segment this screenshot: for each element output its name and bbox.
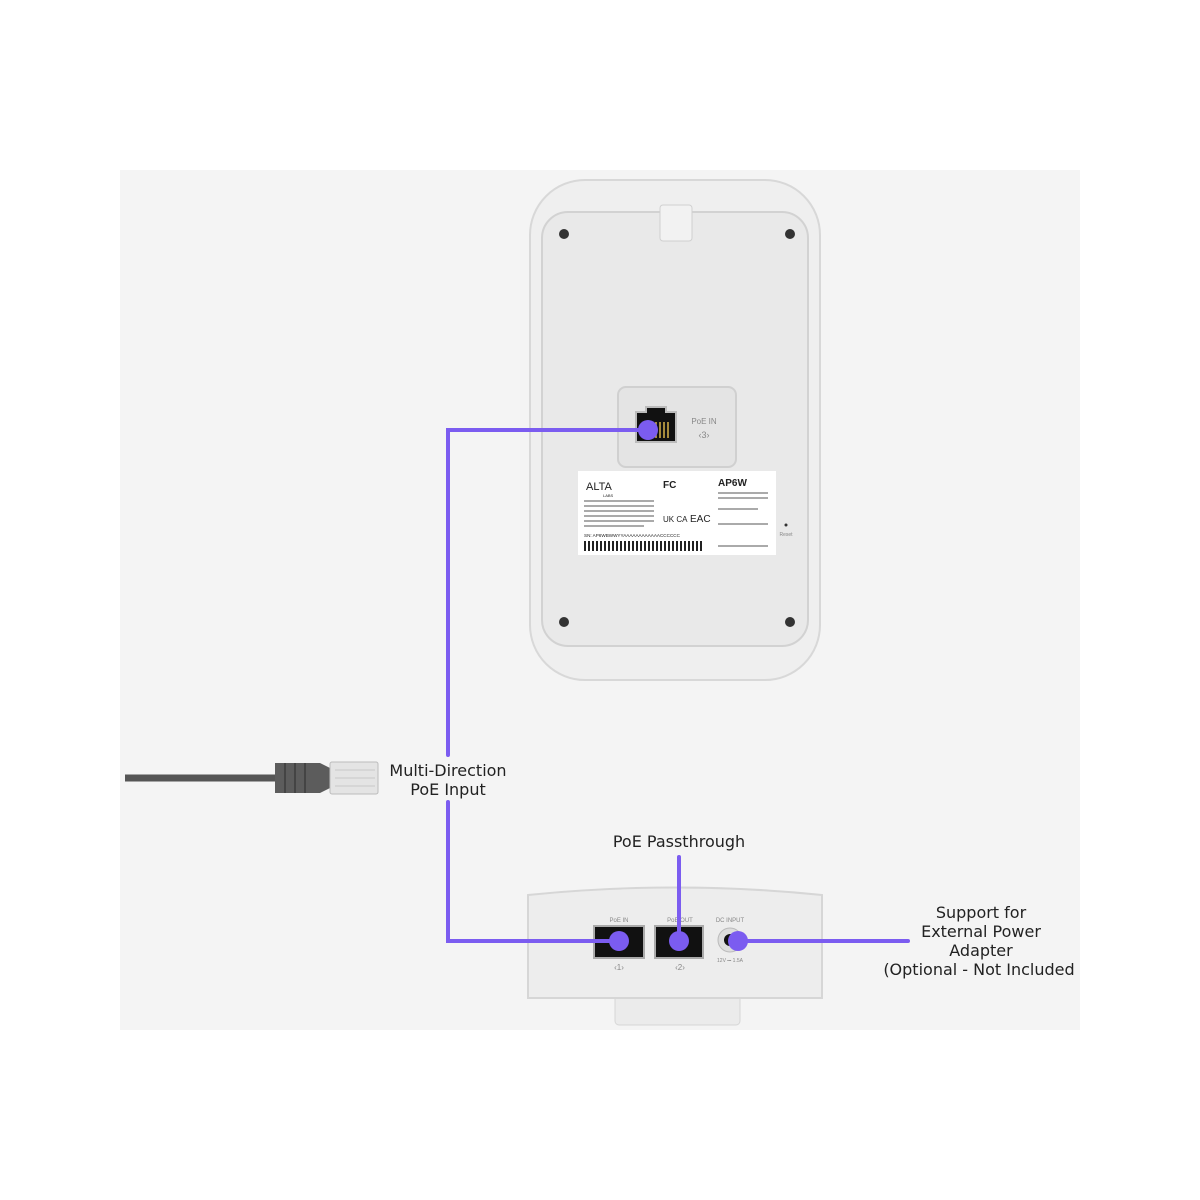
svg-text:‹2›: ‹2› [675,963,685,972]
passthrough-label: PoE Passthrough [613,832,745,851]
barcode [584,541,704,551]
port-number: ‹3› [699,430,710,440]
reset-button[interactable] [784,523,788,527]
connector-lines [446,428,910,943]
cert-ukca: UK CA [663,515,688,524]
external-power-label-1: Support for [936,903,1027,922]
product-label: ALTA LABS FC UK CA EAC AP6W SN: AP6WBWWY… [578,471,776,555]
connector-dots [609,420,748,951]
brand-logo: ALTA [586,481,613,493]
external-power-label-3: Adapter [949,941,1013,960]
svg-text:‹1›: ‹1› [614,963,624,972]
multi-direction-label-2: PoE Input [410,780,486,799]
serial-number: SN: AP6WBWWYYAAAAAAAAAAAACCCCCC [584,533,681,538]
multi-direction-label: Multi-Direction [389,761,506,780]
cert-fcc: FC [663,480,676,491]
external-power-label-4: (Optional - Not Included [883,960,1074,979]
brand-sub: LABS [603,493,614,498]
svg-text:12V ⎓ 1.5A: 12V ⎓ 1.5A [717,958,744,964]
model-name: AP6W [718,478,747,489]
screw-icon [559,229,795,627]
reset-label: Reset [779,532,793,538]
ethernet-cable-icon [125,761,379,795]
svg-text:DC INPUT: DC INPUT [716,918,745,924]
cert-eac: EAC [690,514,711,525]
svg-text:PoE IN: PoE IN [609,918,628,924]
external-power-label-2: External Power [921,922,1041,941]
port-label: PoE IN [691,417,717,426]
